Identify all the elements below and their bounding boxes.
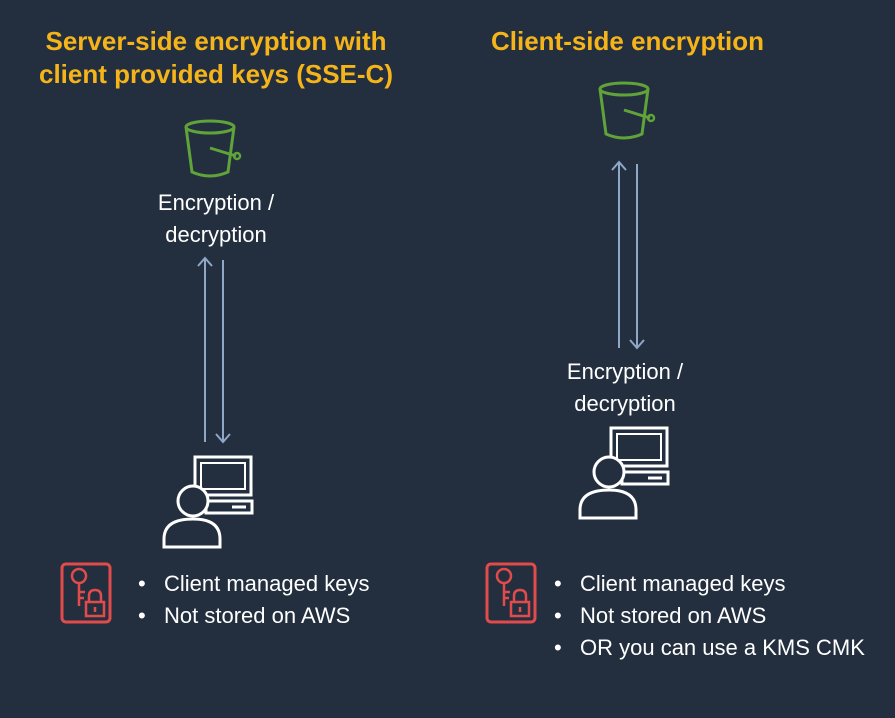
list-item: •Not stored on AWS (138, 600, 369, 632)
s3-bucket-icon (596, 80, 656, 142)
list-item: •Not stored on AWS (554, 600, 865, 632)
key-lock-icon (485, 562, 537, 624)
bullet-text: Client managed keys (580, 571, 786, 596)
right-bullet-list: •Client managed keys •Not stored on AWS … (554, 568, 865, 664)
list-item: •Client managed keys (138, 568, 369, 600)
left-label-line2: decryption (165, 222, 267, 247)
list-item: •Client managed keys (554, 568, 865, 600)
left-encryption-label: Encryption / decryption (116, 187, 316, 251)
bullet-text: Not stored on AWS (164, 603, 351, 628)
right-label-line1: Encryption / (566, 359, 684, 384)
s3-bucket-icon (182, 118, 242, 180)
left-arrows (196, 256, 232, 446)
bullet-text: OR you can use a KMS CMK (580, 635, 865, 660)
left-title: Server-side encryption with client provi… (0, 25, 432, 91)
user-computer-icon (576, 426, 672, 522)
left-title-line2: client provided keys (SSE-C) (39, 59, 393, 89)
right-label-line2: decryption (574, 391, 676, 416)
left-title-line1: Server-side encryption with (45, 26, 387, 56)
right-encryption-label: Encryption / decryption (525, 356, 725, 420)
bullet-text: Client managed keys (164, 571, 370, 596)
user-computer-icon (160, 455, 256, 551)
left-label-line1: Encryption / (157, 190, 275, 215)
left-bullet-list: •Client managed keys •Not stored on AWS (138, 568, 369, 632)
right-arrows (610, 160, 646, 352)
bullet-text: Not stored on AWS (580, 603, 767, 628)
right-title: Client-side encryption (490, 26, 765, 56)
list-item: •OR you can use a KMS CMK (554, 632, 865, 664)
key-lock-icon (60, 562, 112, 624)
